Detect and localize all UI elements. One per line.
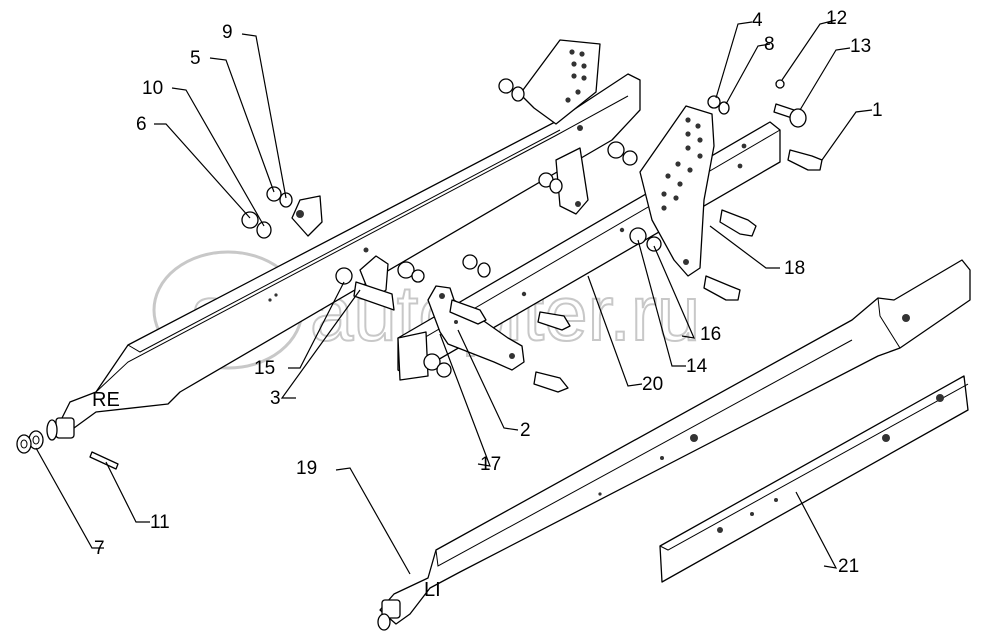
part-upper-bracket	[498, 39, 601, 125]
part-bracket-plate-18	[639, 105, 715, 277]
side-label-left: LI	[424, 579, 441, 601]
callout-19: 19	[296, 458, 317, 479]
part-pins-top-right	[707, 79, 807, 128]
callout-16: 16	[700, 324, 721, 345]
callout-3: 3	[270, 388, 281, 409]
callout-13: 13	[850, 36, 871, 57]
part-bolts-lower-middle	[449, 299, 571, 393]
part-washers-7	[16, 430, 44, 454]
callout-12: 12	[826, 8, 847, 29]
callout-18: 18	[784, 258, 805, 279]
callout-4: 4	[752, 10, 763, 31]
callout-7: 7	[94, 538, 105, 559]
callout-9: 9	[222, 22, 233, 43]
side-label-right: RE	[92, 389, 120, 411]
callout-5: 5	[190, 48, 201, 69]
callout-17: 17	[480, 454, 501, 475]
part-lower-bracket-center	[538, 141, 638, 215]
callout-labels: 9 5 10 6 4 8 12 13 1 18 16 14 20 15 3 2 …	[94, 8, 883, 577]
callout-11: 11	[150, 512, 170, 533]
part-bolts-right	[629, 149, 823, 301]
part-flat-bar-21	[659, 375, 969, 583]
callout-8: 8	[764, 34, 775, 55]
part-fasteners-mid-left	[335, 254, 491, 311]
callout-10: 10	[142, 78, 163, 99]
leader-lines	[35, 19, 873, 575]
callout-14: 14	[686, 356, 708, 377]
callout-2: 2	[520, 420, 531, 441]
part-fasteners-upper-left	[241, 186, 293, 239]
callout-1: 1	[872, 100, 883, 121]
part-lift-rod-left	[377, 259, 971, 631]
part-cotter-pin-11	[89, 451, 119, 470]
part-rod-end-pin	[46, 417, 75, 441]
part-lift-rod-right	[61, 73, 641, 429]
callout-21: 21	[838, 556, 859, 577]
callout-15: 15	[254, 358, 275, 379]
callout-6: 6	[136, 114, 147, 135]
callout-20: 20	[642, 374, 663, 395]
